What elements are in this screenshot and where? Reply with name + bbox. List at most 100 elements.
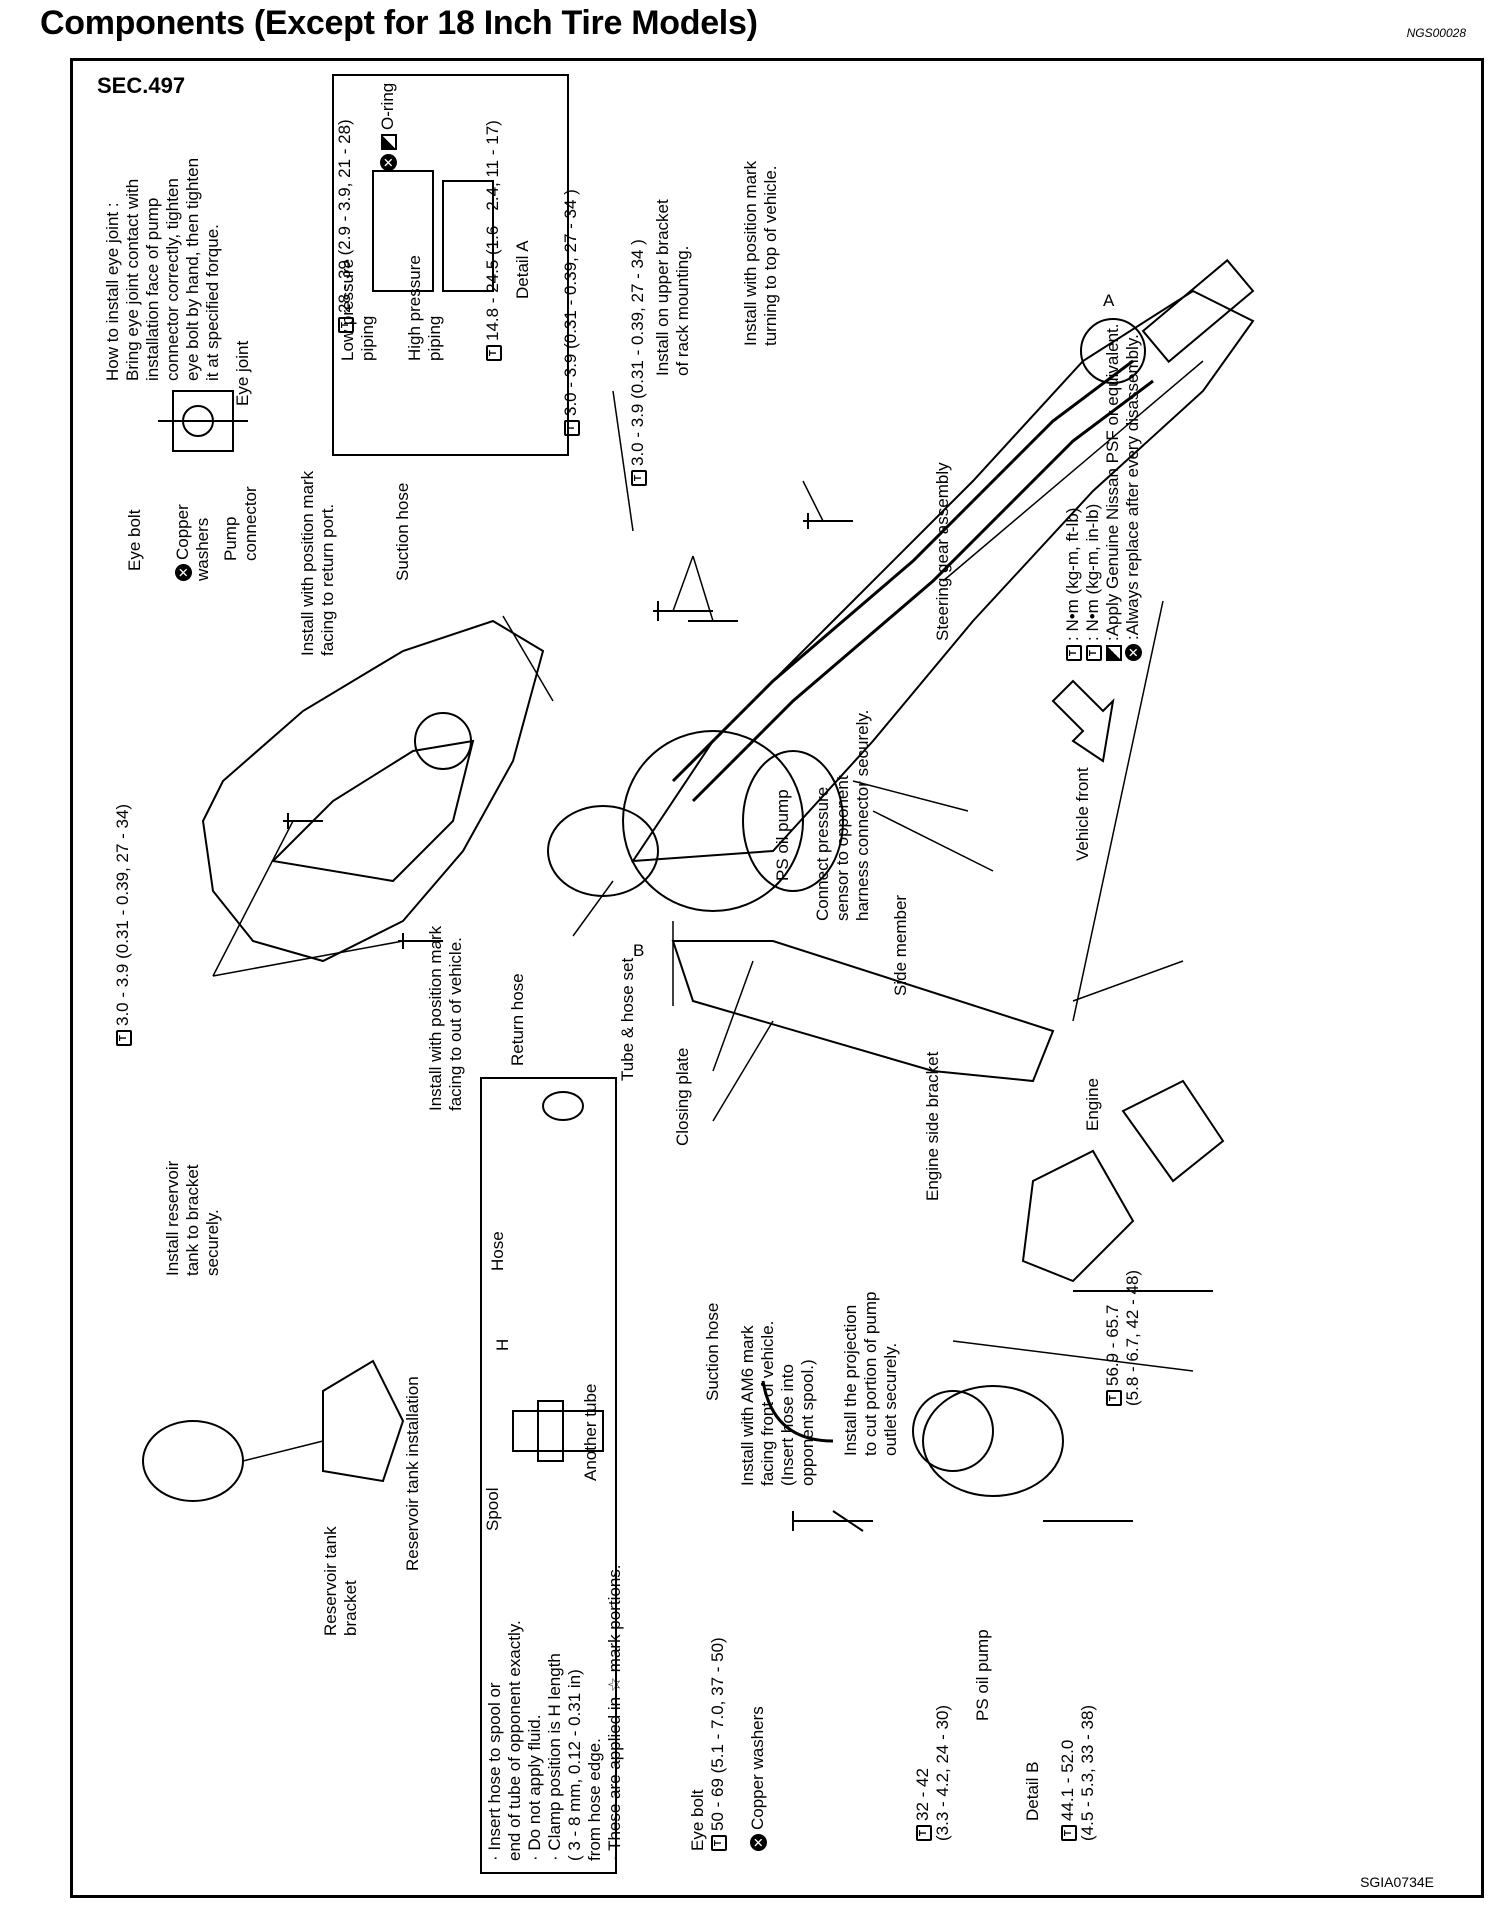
detail-b-top-torque-2: (5.8 - 6.7, 42 - 48) [1123, 1269, 1142, 1406]
leader-lines [212, 360, 1204, 1122]
page-title: Components (Except for 18 Inch Tire Mode… [40, 4, 758, 42]
detail-b-ps-oil-pump: PS oil pump [973, 1629, 992, 1721]
copper-washers-line-2: washers [193, 517, 212, 581]
hose-box [480, 1077, 617, 1874]
reservoir-install-line-3: securely. [203, 1209, 222, 1276]
figure-frame: SEC.497 How to install eye joint : Bring… [70, 58, 1484, 1898]
low-pressure-line-2: piping [358, 315, 377, 361]
eye-joint-label: Eye joint [233, 340, 252, 406]
detail-b-pump-torque: T32 - 42 (3.3 - 4.2, 24 - 30) [913, 1705, 953, 1841]
eye-joint-instructions: How to install eye joint : Bring eye joi… [103, 158, 223, 381]
steering-tubes [671, 359, 1134, 783]
reservoir-tank-small [142, 1420, 244, 1502]
projection-note: Install the projection to cut portion of… [841, 1292, 901, 1456]
figure-id: SGIA0734E [1360, 1874, 1434, 1890]
pump-torque-line-2: (3.3 - 4.2, 24 - 30) [933, 1704, 952, 1841]
hose-note-7: · These are applied in ☆ mark portions. [605, 1564, 624, 1861]
low-pressure-fitting [372, 170, 434, 292]
upper-bracket-line-2: of rack mounting. [673, 245, 692, 376]
detail-b-suction-hose: Suction hose [703, 1302, 722, 1401]
am6-line-1: Install with AM6 mark [738, 1325, 757, 1486]
copper-washers-label: ✕Copper washers [173, 504, 213, 581]
detail-b-bottom-torque: T44.1 - 52.0 (4.5 - 5.3, 33 - 38) [1058, 1705, 1098, 1841]
detail-a-high-pressure: High pressure piping [405, 255, 445, 361]
ps-pump-body [742, 750, 844, 892]
detail-a-torque-high: T14.8 - 24.5 (1.6 - 2.4, 11 - 17) [483, 120, 503, 361]
copper-washers-line-1: ✕Copper [173, 504, 193, 581]
detail-b-pump-inner [912, 1390, 994, 1472]
am6-line-3: (Insert hose into [778, 1364, 797, 1486]
upper-bracket-line-1: Install on upper bracket [653, 199, 672, 376]
hose-box-notes: · Insert hose to spool or end of tube of… [485, 1564, 625, 1861]
eye-bolt-b-line-1: Eye bolt [688, 1789, 707, 1851]
marker-a: A [1103, 291, 1115, 310]
another-tube-label: Another tube [581, 1383, 600, 1481]
steering-tubes-2 [691, 379, 1154, 803]
suction-hose-b [761, 1380, 834, 1443]
detail-b-pump [922, 1385, 1064, 1497]
return-port-note: Install with position mark facing to ret… [298, 471, 338, 656]
detail-b-top-torque: T56.9 - 65.7 (5.8 - 6.7, 42 - 48) [1103, 1270, 1143, 1406]
engine-outline [201, 619, 545, 963]
bolt-upper-3 [803, 513, 853, 529]
detail-b-caption: Detail B [1023, 1761, 1042, 1821]
vehicle-front-arrow [1051, 679, 1115, 763]
copper-washer-b [832, 1510, 864, 1532]
am6-line-2: facing front of vehicle. [758, 1320, 777, 1486]
high-pressure-line-1: High pressure [405, 255, 424, 361]
upper-bracket-note: Install on upper bracket of rack mountin… [653, 199, 693, 376]
pump-connector-label: Pump connector [221, 486, 261, 561]
eye-bolt-b [792, 1511, 873, 1531]
engine-bracket-b [1021, 1149, 1135, 1283]
legend-ftlb: T: N•m (kg-m, ft-lb) [1063, 323, 1083, 661]
reservoir-install-note: Install reservoir tank to bracket secure… [163, 1161, 223, 1276]
steering-gear-body [631, 289, 1255, 863]
psf-icon [380, 134, 397, 150]
bottom-torque-line-2: (4.5 - 5.3, 33 - 38) [1078, 1704, 1097, 1841]
torque-inlb-icon: T [115, 1030, 132, 1046]
marker-b: B [633, 941, 645, 960]
ps-oil-pump-label: PS oil pump [773, 789, 792, 881]
eye-bolt-label: Eye bolt [125, 509, 144, 571]
reservoir-bracket [322, 1359, 405, 1483]
pressure-sensor-line-1: Connect pressure [813, 786, 832, 921]
engine-inner [270, 739, 475, 883]
replace-icon: ✕ [380, 154, 398, 171]
torque-ftlb-icon: T [915, 1825, 932, 1841]
hose-clamp-ring [542, 1091, 584, 1121]
legend-psf: :Apply Genuine Nissan PSF or equivalent. [1103, 323, 1123, 661]
torque-ftlb-icon: T [710, 1835, 727, 1851]
high-pressure-fitting [442, 180, 494, 292]
legend-replace: ✕:Always replace after every disassembly… [1123, 323, 1143, 661]
left-torque: T3.0 - 3.9 (0.31 - 0.39, 27 - 34) [113, 804, 133, 1046]
side-member-label: Side member [891, 894, 910, 996]
pressure-sensor-line-2: sensor to opponent [833, 775, 852, 921]
steering-components-drawing [142, 74, 1255, 1874]
engine-port [414, 712, 472, 770]
legend: T: N•m (kg-m, ft-lb) T: N•m (kg-m, in-lb… [1063, 323, 1143, 661]
replace-icon: ✕ [175, 564, 193, 581]
torque-inlb-icon: T [1085, 645, 1102, 661]
torque-inlb-icon: T [630, 470, 647, 486]
vehicle-front-label: Vehicle front [1073, 767, 1092, 861]
steering-gear-label: Steering gear assembly [933, 462, 952, 641]
hose-clamp-drawing [537, 1400, 564, 1462]
detail-a-circle [1080, 318, 1146, 384]
torque-ftlb-icon: T [1060, 1825, 1077, 1841]
hose-note-6: from hose edge. [585, 1738, 604, 1861]
bolt-b-3 [952, 1340, 1194, 1372]
closing-plate-label: Closing plate [673, 1047, 692, 1146]
eye-bolt-b-line-2: T50 - 69 (5.1 - 7.0, 37 - 50) [708, 1637, 728, 1851]
engine-b [1121, 1079, 1225, 1183]
upper-torque-1: T3.0 - 3.9 (0.31 - 0.39, 27 - 34 ) [561, 189, 581, 436]
high-pressure-line-2: piping [425, 315, 444, 361]
detail-a-torque-low: T28 - 39 (2.9 - 3.9, 21 - 28) [335, 119, 355, 333]
engine-side-bracket-label: Engine side bracket [923, 1051, 942, 1201]
return-hose-label: Return hose [508, 973, 527, 1066]
eye-joint-line-3: installation face of pump [143, 197, 162, 381]
detail-b-circle [622, 730, 804, 912]
out-of-vehicle-note: Install with position mark facing to out… [426, 926, 466, 1111]
reservoir-arrow [242, 1440, 324, 1462]
reservoir-bracket-line-2: bracket [341, 1580, 360, 1636]
spool-label: Spool [483, 1487, 502, 1531]
